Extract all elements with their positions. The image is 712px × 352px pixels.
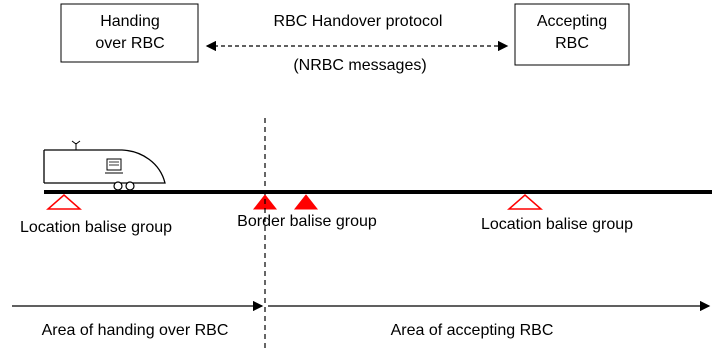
handing-over-area-label: Area of handing over RBC — [42, 322, 229, 339]
accepting-rbc-label-line1: Accepting — [537, 13, 607, 30]
protocol-subtitle: (NRBC messages) — [293, 57, 426, 74]
protocol-title: RBC Handover protocol — [274, 13, 443, 30]
location-balise-right-icon — [507, 194, 543, 210]
border-balise-icon-2 — [293, 194, 319, 210]
location-balise-right-label: Location balise group — [481, 216, 633, 233]
border-balise-label: Border balise group — [237, 213, 377, 230]
train-icon — [43, 140, 166, 191]
location-balise-left-label: Location balise group — [20, 219, 172, 236]
accepting-area-label: Area of accepting RBC — [391, 322, 554, 339]
accepting-rbc-label-line2: RBC — [555, 35, 589, 52]
accepting-rbc-box: Accepting RBC — [514, 3, 630, 66]
handing-over-rbc-box: Handing over RBC — [60, 3, 199, 63]
handing-over-rbc-label-line2: over RBC — [95, 35, 164, 52]
location-balise-left-icon — [46, 194, 82, 210]
handing-over-rbc-label-line1: Handing — [100, 13, 160, 30]
